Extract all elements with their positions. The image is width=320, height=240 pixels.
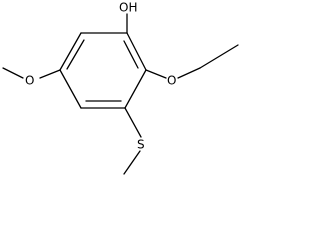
ring-bond-c4-c5: [59, 69, 82, 109]
benzene-ring: [59, 32, 147, 109]
bond-sulfur-methyl: [123, 150, 141, 175]
bond-ethoxy-o-ch2: [177, 67, 201, 79]
methoxy-oxygen-label: O: [25, 74, 34, 88]
ethoxy-oxygen-label: O: [167, 74, 176, 88]
bond-c5-methoxy-o: [39, 69, 61, 79]
hydroxyl-label: OH: [119, 1, 137, 15]
ring-bond-c1-c2: [126, 32, 147, 71]
bond-c3-sulfur: [124, 107, 142, 138]
bond-ethyl-ch2-ch3: [199, 44, 239, 69]
bond-methoxy-o-methyl: [2, 67, 24, 79]
structure-diagram: OH O O S: [2, 1, 239, 175]
ring-bond-c5-c6: [59, 32, 82, 71]
ring-double-bond-c5-c6: [66, 39, 85, 70]
ring-bond-c2-c3: [124, 69, 147, 109]
sulfur-label: S: [137, 138, 145, 152]
bond-c2-ethoxy-o: [145, 69, 167, 79]
ring-double-bond-c1-c2: [123, 40, 139, 69]
